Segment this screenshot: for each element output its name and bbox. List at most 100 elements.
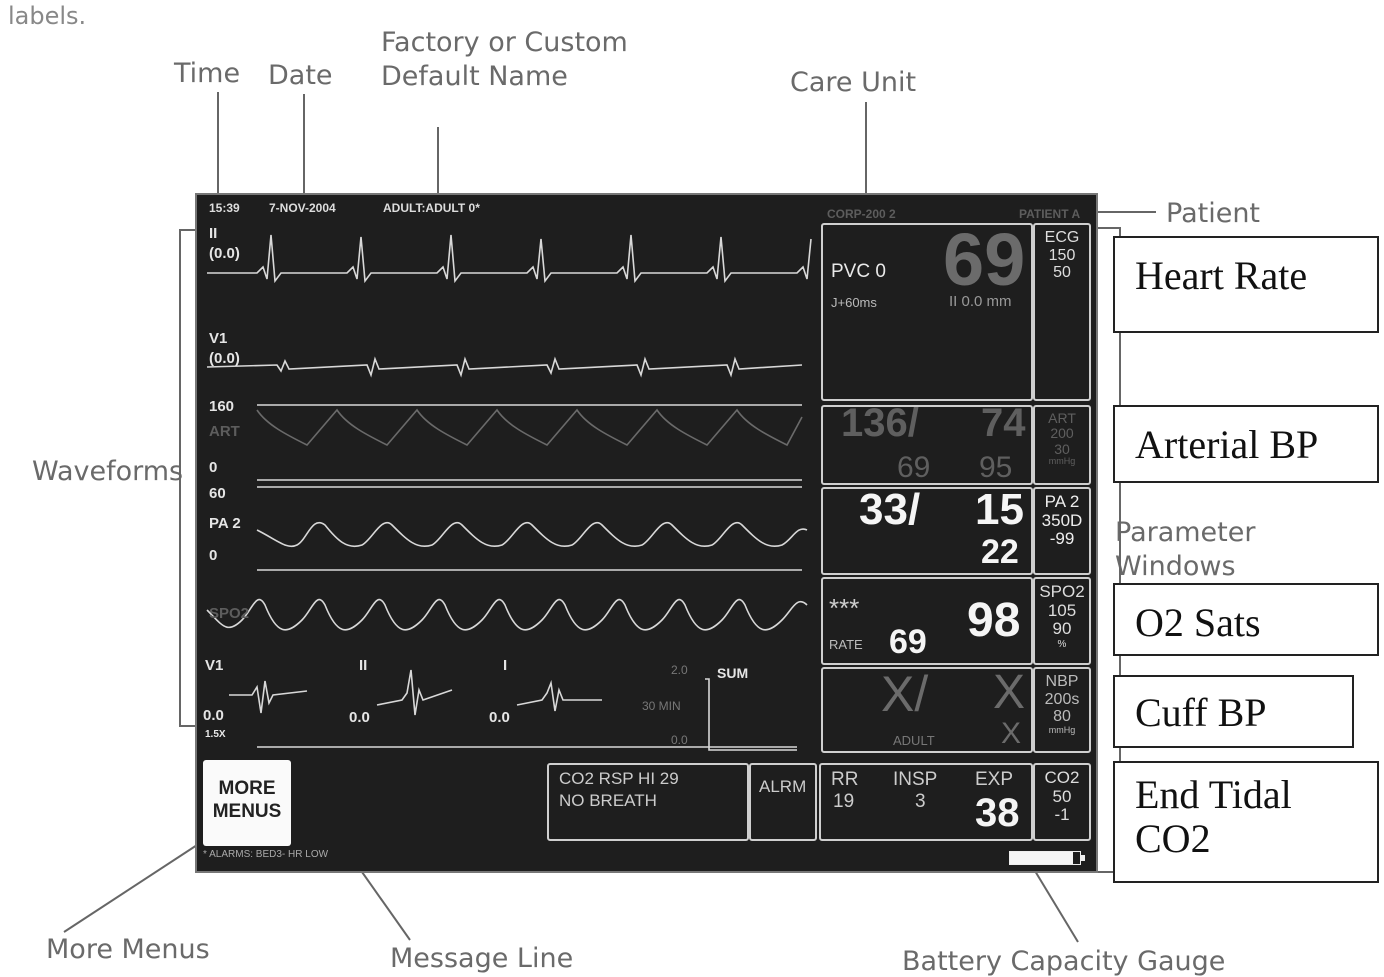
art-scale-top: 160 [209, 398, 235, 415]
ecg-ii-waveform [207, 234, 812, 284]
o2-sats-box: O2 Sats [1113, 583, 1379, 656]
cuff-bp-box-label: Cuff BP [1135, 690, 1267, 735]
end-tidal-co2-box-line2: CO2 [1135, 816, 1211, 861]
co2-low-limit: -1 [1054, 805, 1070, 825]
pa-waveform [256, 521, 808, 548]
more-menus-annotation: More Menus [46, 934, 210, 965]
art-mean-b: 95 [979, 451, 1013, 484]
monitor-patient: PATIENT A [1019, 207, 1081, 221]
nbp-diastolic: X [993, 666, 1026, 719]
st-v1-gain: 1.5X [205, 729, 226, 740]
j-point: J+60ms [831, 295, 877, 310]
nbp-high-limit: 200s [1044, 690, 1080, 708]
battery-gauge [1009, 851, 1081, 865]
heart-rate-box: Heart Rate [1113, 236, 1379, 333]
ecg-side-name: ECG [1044, 229, 1080, 246]
co2-alarm-message-window[interactable]: CO2 RSP HI 29 NO BREATH [547, 763, 749, 841]
cut-off-heading: labels. [8, 2, 87, 30]
monitor-default-name: ADULT:ADULT 0* [383, 201, 480, 215]
spo2-limits-window[interactable]: SPO2 105 90 % [1033, 577, 1091, 665]
waveform-area [206, 234, 812, 751]
nbp-parameter-window[interactable]: X/ X X ADULT [821, 666, 1033, 753]
exp-label: EXP [975, 769, 1014, 790]
co2-alarm-msg-1: CO2 RSP HI 29 [559, 769, 679, 788]
battery-leader [1031, 865, 1079, 943]
insp-value: 3 [915, 791, 926, 812]
pa-limits-window[interactable]: PA 2 350D -99 [1033, 487, 1091, 575]
spo2-value: 98 [967, 594, 1021, 647]
pa-systolic: 33/ [859, 485, 921, 534]
nbp-mean: X [1001, 717, 1022, 750]
pa-side-name: PA 2 [1044, 492, 1080, 511]
ii-lead-value: (0.0) [209, 245, 240, 262]
nbp-unit: mmHg [1048, 724, 1076, 735]
rr-value: 19 [833, 791, 855, 812]
spo2-waveform [206, 598, 808, 631]
art-wave-label: ART [209, 423, 240, 440]
more-menus-line1: MORE [218, 778, 276, 799]
art-diastolic: 74 [981, 401, 1026, 445]
art-limits-window[interactable]: ART 200 30 mmHg [1033, 405, 1091, 485]
spo2-pulse-rate: 69 [889, 623, 927, 661]
parameter-bracket [1098, 227, 1121, 873]
spo2-wave-label: SPO2 [209, 605, 250, 622]
co2-alarm-button[interactable]: ALRM [749, 763, 817, 841]
pa-wave-label: PA 2 [209, 515, 241, 532]
default-name-annotation-line2: Default Name [381, 61, 568, 92]
battery-tip-icon [1081, 855, 1085, 861]
arterial-bp-box-label: Arterial BP [1135, 422, 1319, 467]
parameter-windows-annotation-line2: Windows [1115, 551, 1236, 582]
co2-parameter-window[interactable]: RR 19 INSP 3 EXP 38 [819, 763, 1033, 841]
pa-parameter-window[interactable]: 33/ 15 22 [821, 485, 1033, 575]
heart-rate-box-label: Heart Rate [1135, 253, 1308, 298]
more-menus-line2: MENUS [212, 800, 282, 822]
spo2-unit: % [1057, 639, 1067, 651]
patient-annotation: Patient [1166, 198, 1261, 229]
cuff-bp-box: Cuff BP [1113, 675, 1354, 748]
st-v1-value: 0.0 [203, 707, 224, 724]
parameter-windows-annotation-line1: Parameter [1115, 517, 1256, 548]
more-menus-button[interactable]: MORE MENUS [203, 760, 291, 846]
etco2-value: 38 [975, 791, 1020, 835]
nbp-systolic: X/ [881, 666, 929, 722]
ecg-limits-window[interactable]: ECG 150 50 [1033, 223, 1091, 401]
insp-label: INSP [893, 769, 938, 790]
default-name-annotation-line1: Factory or Custom [381, 27, 628, 58]
st-ii-label: II [359, 657, 368, 674]
pvc-count: PVC 0 [831, 261, 886, 282]
ecg-low-limit: 50 [1053, 264, 1071, 282]
co2-high-limit: 50 [1052, 786, 1072, 806]
ii-lead-label: II [209, 225, 218, 242]
arterial-bp-box: Arterial BP [1113, 405, 1379, 483]
ecg-parameter-window[interactable]: PVC 0 J+60ms 69 II 0.0 mm [821, 218, 1033, 401]
pa-scale-top: 60 [209, 485, 226, 502]
patient-monitor-screen: 15:39 7-NOV-2004 ADULT:ADULT 0* CORP-200… [195, 193, 1098, 873]
pa-high-limit: 350D [1041, 510, 1083, 530]
art-unit: mmHg [1048, 456, 1076, 467]
o2-sats-box-label: O2 Sats [1135, 600, 1261, 645]
v1-lead-label: V1 [209, 330, 228, 347]
monitor-date: 7-NOV-2004 [269, 201, 336, 215]
ecg-high-limit: 150 [1048, 246, 1076, 264]
more-menus-leader [63, 829, 221, 933]
spo2-side-name: SPO2 [1039, 582, 1085, 601]
end-tidal-co2-box-line1: End Tidal [1135, 772, 1292, 817]
nbp-limits-window[interactable]: NBP 200s 80 mmHg [1033, 667, 1091, 753]
pa-scale-bottom: 0 [209, 547, 218, 564]
art-systolic: 136/ [841, 401, 919, 445]
st-trend-top: 2.0 [671, 663, 688, 677]
co2-side-name: CO2 [1044, 768, 1080, 787]
battery-gauge-annotation: Battery Capacity Gauge [902, 946, 1226, 977]
rr-label: RR [831, 769, 859, 790]
co2-alarm-msg-2: NO BREATH [559, 791, 657, 810]
art-parameter-window[interactable]: 136/ 74 69 95 [821, 401, 1033, 485]
spo2-parameter-window[interactable]: *** RATE 69 98 [821, 577, 1033, 665]
time-annotation: Time [174, 58, 241, 89]
nbp-mode: ADULT [893, 733, 935, 748]
monitor-care-unit: CORP-200 2 [827, 207, 896, 221]
co2-limits-window[interactable]: CO2 50 -1 [1033, 763, 1091, 841]
art-waveform [256, 408, 803, 447]
st-ii-value: 0.0 [349, 709, 370, 726]
st-v1-complex [229, 680, 308, 714]
st-ii-complex [376, 669, 453, 716]
